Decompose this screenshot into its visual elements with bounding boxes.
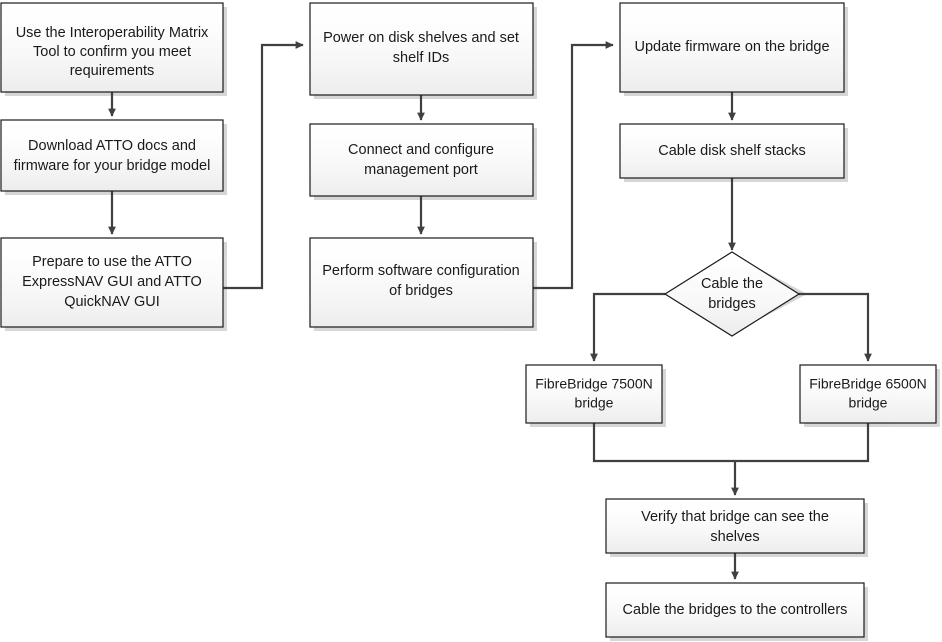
node-n10-line-1: FibreBridge 7500N: [535, 376, 653, 392]
node-interoperability-matrix-tool[interactable]: Use the Interoperability Matrix Tool to …: [0, 2, 224, 93]
node-n10-line-2: bridge: [575, 395, 614, 411]
connector-n3-n4: [223, 41, 304, 290]
connector-n9-n11: [799, 292, 872, 362]
node-n6-line-2: of bridges: [389, 283, 453, 299]
node-download-atto-docs[interactable]: Download ATTO docs and firmware for your…: [0, 119, 224, 192]
node-n11-line-2: bridge: [849, 395, 888, 411]
node-cable-bridges-to-controllers[interactable]: Cable the bridges to the controllers: [605, 582, 865, 638]
node-n4-line-2: shelf IDs: [393, 50, 449, 66]
node-cable-disk-shelf-stacks[interactable]: Cable disk shelf stacks: [619, 123, 845, 179]
node-fibrebridge-6500n[interactable]: FibreBridge 6500N bridge: [799, 364, 937, 424]
node-n3-line-2: ExpressNAV GUI and ATTO: [22, 274, 202, 290]
node-n2-line-1: Download ATTO docs and: [28, 138, 196, 154]
node-n1-line-3: requirements: [70, 63, 155, 79]
node-n4-line-1: Power on disk shelves and set: [323, 30, 519, 46]
node-n9-line-1: Cable the: [701, 276, 763, 292]
node-perform-software-configuration[interactable]: Perform software configuration of bridge…: [309, 237, 534, 328]
node-n5-line-2: management port: [364, 162, 478, 178]
node-verify-bridge-sees-shelves[interactable]: Verify that bridge can see the shelves: [605, 498, 865, 554]
node-n13-line-1: Cable the bridges to the controllers: [623, 602, 848, 618]
connector-n6-n7: [533, 41, 614, 290]
node-n2-line-2: firmware for your bridge model: [14, 158, 211, 174]
node-prepare-atto-guis[interactable]: Prepare to use the ATTO ExpressNAV GUI a…: [0, 237, 224, 328]
node-n11-line-1: FibreBridge 6500N: [809, 376, 927, 392]
node-update-firmware-on-bridge[interactable]: Update firmware on the bridge: [619, 2, 845, 93]
connector-n9-n10: [590, 292, 665, 362]
node-n1-line-2: Tool to confirm you meet: [33, 44, 191, 60]
node-n12-line-2: shelves: [710, 529, 759, 545]
node-n1-line-1: Use the Interoperability Matrix: [16, 25, 209, 41]
node-cable-the-bridges-decision[interactable]: Cable the bridges: [663, 251, 801, 337]
node-n7-line-1: Update firmware on the bridge: [634, 39, 829, 55]
node-n3-line-1: Prepare to use the ATTO: [32, 254, 192, 270]
node-fibrebridge-7500n[interactable]: FibreBridge 7500N bridge: [525, 364, 663, 424]
connector-n10-merge: [592, 423, 870, 463]
node-n8-line-1: Cable disk shelf stacks: [658, 143, 805, 159]
connector-layer: [108, 41, 872, 580]
node-n6-line-1: Perform software configuration: [322, 263, 519, 279]
node-connect-configure-management-port[interactable]: Connect and configure management port: [309, 123, 534, 197]
node-n5-line-1: Connect and configure: [348, 142, 494, 158]
node-n12-line-1: Verify that bridge can see the: [641, 509, 829, 525]
node-n3-line-3: QuickNAV GUI: [64, 294, 160, 310]
node-power-on-disk-shelves[interactable]: Power on disk shelves and set shelf IDs: [309, 2, 534, 96]
node-n9-line-2: bridges: [708, 296, 756, 312]
